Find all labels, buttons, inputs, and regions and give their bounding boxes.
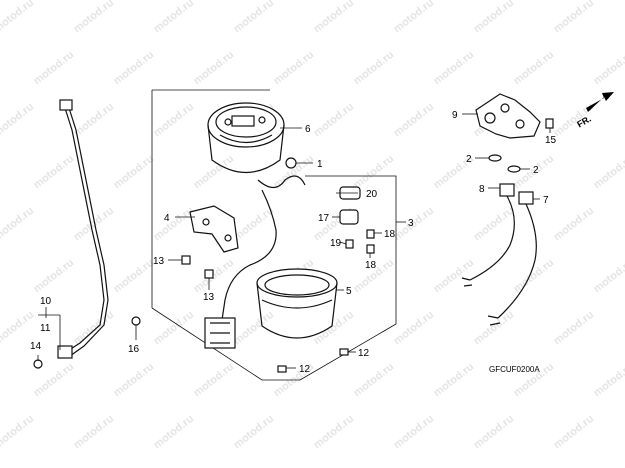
callout-8: 8 (479, 184, 485, 195)
callout-10: 10 (40, 296, 52, 307)
speedometer-head[interactable] (207, 102, 285, 173)
meter-case[interactable] (256, 268, 338, 339)
callout-7: 7 (543, 195, 549, 206)
meter-bracket[interactable] (189, 205, 239, 253)
callout-12b: 12 (299, 364, 311, 375)
callout-12a: 12 (358, 348, 370, 359)
callout-6: 6 (305, 124, 311, 135)
callout-3: 3 (408, 218, 414, 229)
speedometer-cable[interactable] (33, 99, 109, 369)
switch-bracket[interactable] (475, 93, 541, 139)
diagram-code: GFCUF0200A (489, 365, 540, 374)
meter-wire-harness (204, 175, 306, 349)
callout-17: 17 (318, 213, 330, 224)
callout-13b: 13 (203, 292, 215, 303)
front-direction-arrow: FR. (575, 92, 614, 129)
callout-5: 5 (346, 286, 352, 297)
callout-labels: 6 1 4 13 13 5 12 12 16 20 17 19 18 18 3 … (30, 110, 557, 375)
indicator-lamp-parts[interactable] (339, 186, 361, 225)
callout-1: 1 (317, 159, 323, 170)
leader-lines (37, 113, 551, 369)
callout-14: 14 (30, 341, 42, 352)
callout-2a: 2 (466, 154, 472, 165)
callout-4: 4 (164, 213, 170, 224)
callout-19: 19 (330, 238, 342, 249)
washers (488, 154, 521, 173)
callout-18a: 18 (384, 229, 396, 240)
callout-9: 9 (452, 110, 458, 121)
callout-11: 11 (40, 323, 51, 334)
callout-13a: 13 (153, 256, 165, 267)
switch-harnesses[interactable] (461, 183, 537, 326)
front-label: FR. (575, 114, 593, 130)
fasteners (131, 118, 554, 373)
callout-2b: 2 (533, 165, 539, 176)
callout-20: 20 (366, 189, 378, 200)
callout-18b: 18 (365, 260, 377, 271)
callout-15: 15 (545, 135, 557, 146)
callout-16: 16 (128, 344, 140, 355)
